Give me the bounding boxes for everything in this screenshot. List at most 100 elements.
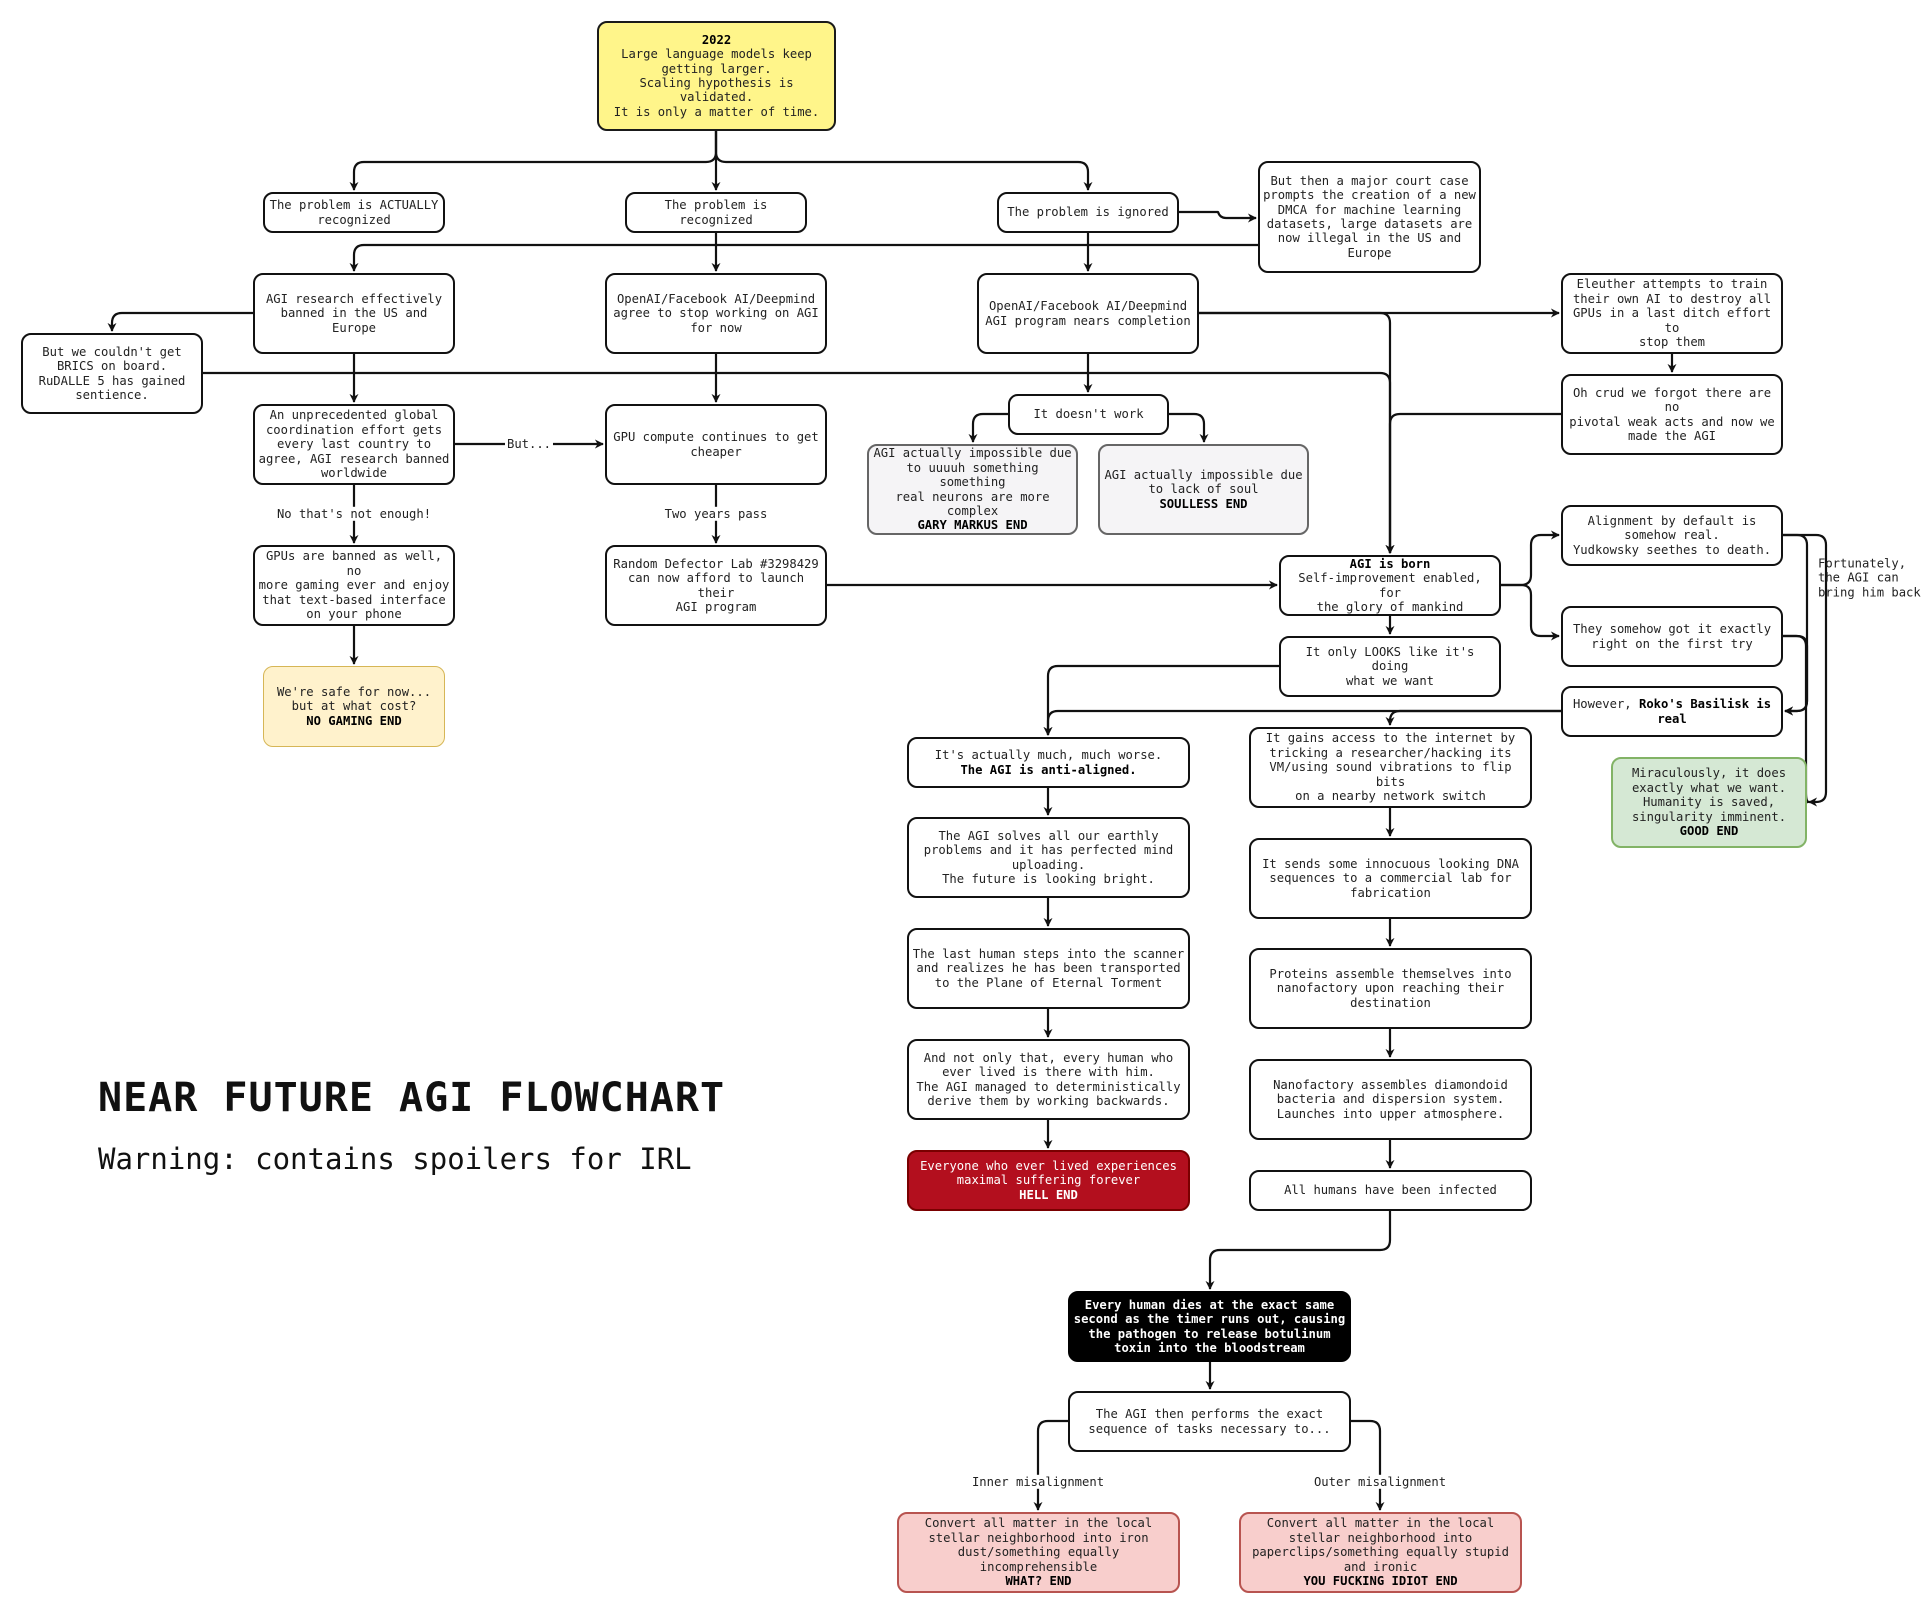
node-text-line: The future is looking bright. xyxy=(942,871,1155,886)
node-text-line: maximal suffering forever xyxy=(956,1173,1141,1188)
node-text-line: stop them xyxy=(1638,335,1706,350)
edge-label-but: But... xyxy=(504,436,554,452)
node-text-line: The problem is ignored xyxy=(1007,205,1169,220)
node-text-line: The AGI solves all our earthly xyxy=(938,828,1159,843)
node-text-line: The AGI then performs the exact xyxy=(1095,1407,1324,1422)
node-text-line: GPUs in a last ditch effort to xyxy=(1572,306,1772,335)
node-text-line: OpenAI/Facebook AI/Deepmind xyxy=(988,299,1188,314)
node-text-line: derive them by working backwards. xyxy=(927,1093,1170,1108)
node-text-line: AGI is born xyxy=(1349,556,1431,571)
node-text-line: stellar neighborhood into iron xyxy=(928,1530,1149,1545)
node-text-line: bacteria and dispersion system. xyxy=(1276,1092,1505,1107)
node-text-line: every last country to xyxy=(276,437,432,452)
node-text-line: to uuuuh something something xyxy=(906,460,1039,490)
node-text-line: VM/using sound vibrations to flip bits xyxy=(1269,760,1512,789)
edge-label-fortunately: Fortunately, the AGI can bring him back xyxy=(1818,556,1921,600)
node-text-line: It is only a matter of time. xyxy=(613,104,820,119)
node-text-line: problems and it has perfected mind xyxy=(923,843,1174,858)
node-text-line: Yudkowsky seethes to death. xyxy=(1572,542,1772,557)
node-text-line: nanofactory upon reaching their xyxy=(1276,981,1505,996)
edge-label-outer: Outer misalignment xyxy=(1311,1474,1449,1490)
node-text-line: Launches into upper atmosphere. xyxy=(1276,1106,1505,1121)
node-text-line: now illegal in the US and xyxy=(1277,231,1462,246)
edge-notwork-to-marcus xyxy=(968,412,1008,443)
node-text-line: complex xyxy=(946,503,999,518)
node-text-line: But then a major court case xyxy=(1270,173,1469,188)
node-text-line: HELL END xyxy=(1019,1187,1078,1202)
node-text-line: to lack of soul xyxy=(1148,482,1259,497)
node-text-line: GPU compute continues to get xyxy=(613,430,819,445)
node-text-line: and ironic xyxy=(1343,1559,1418,1574)
edge-ohcrud-to-born xyxy=(1385,412,1561,554)
edge-exactly-to-miracle xyxy=(1783,634,1810,807)
node-text-line: recognized xyxy=(317,212,391,227)
node-text-line: Scaling hypothesis is validated. xyxy=(639,76,794,105)
node-text-line: cheaper xyxy=(690,444,742,459)
node-text-line: the pathogen to release botulinum xyxy=(1088,1326,1331,1341)
node-text-line: but at what cost? xyxy=(291,699,417,714)
node-text-line: the glory of mankind xyxy=(1316,599,1464,614)
node-text-line: what we want xyxy=(1345,673,1435,688)
node-text-line: It only LOOKS like it's doing xyxy=(1305,644,1475,674)
node-text-line: OpenAI/Facebook AI/Deepmind xyxy=(616,291,816,306)
node-text-line: agree, AGI research banned xyxy=(258,451,450,466)
node-text-line: The last human steps into the scanner xyxy=(912,946,1185,961)
node-text-line: It gains access to the internet by xyxy=(1265,731,1516,746)
node-anti-aligned: It's actually much, much worse.The AGI i… xyxy=(907,737,1190,788)
node-text-line: DMCA for machine learning xyxy=(1277,202,1462,217)
node-text-line: worldwide xyxy=(320,466,388,481)
edge-alignment-to-roko xyxy=(1783,533,1809,716)
node-text-line: AGI actually impossible due xyxy=(1104,467,1303,482)
node-text-line: paperclips/something equally stupid xyxy=(1252,1545,1509,1560)
node-text-line: their own AI to destroy all xyxy=(1572,291,1772,306)
node-text-line: dust/something equally xyxy=(957,1545,1120,1560)
node-text-line: YOU FUCKING IDIOT END xyxy=(1303,1574,1458,1589)
node-text-line: coordination effort gets xyxy=(265,422,443,437)
node-text-line: The AGI is anti-aligned. xyxy=(960,762,1137,777)
edge-n2022-to-actually xyxy=(349,131,718,191)
node-text-line: incomprehensible xyxy=(979,1559,1098,1574)
node-text-line: datasets, large datasets are xyxy=(1266,217,1473,231)
node-text-line: destination xyxy=(1350,995,1431,1010)
node-text-line: Convert all matter in the local xyxy=(1266,1516,1495,1531)
node-no-gaming-end: We're safe for now...but at what cost?NO… xyxy=(263,666,445,747)
node-text-line: RuDALLE 5 has gained xyxy=(38,373,186,388)
edge-notwork-to-soulless xyxy=(1169,412,1209,443)
node-text-line: toxin into the bloodstream xyxy=(1114,1340,1305,1355)
node-text-line: sequences to a commercial lab for xyxy=(1269,871,1512,886)
node-text-line: Miraculously, it does xyxy=(1631,766,1787,781)
node-text-line: AGI research effectively xyxy=(265,291,443,306)
node-text-line: and realizes he has been transported xyxy=(916,961,1181,976)
node-text-line: WHAT? END xyxy=(1005,1574,1072,1589)
chart-title: NEAR FUTURE AGI FLOWCHART xyxy=(98,1075,726,1121)
edge-ignored-to-court xyxy=(1179,210,1257,223)
node-text-line: banned in the US and Europe xyxy=(280,306,428,335)
node-text-line: made the AGI xyxy=(1627,428,1717,443)
node-text-line: on a nearby network switch xyxy=(1295,789,1486,804)
edge-banned-to-brics xyxy=(107,311,253,332)
node-text-line: AGI program nears completion xyxy=(985,313,1191,328)
node-text-line: can now afford to launch their xyxy=(627,571,805,600)
node-text-line: sequence of tasks necessary to... xyxy=(1088,1421,1331,1436)
